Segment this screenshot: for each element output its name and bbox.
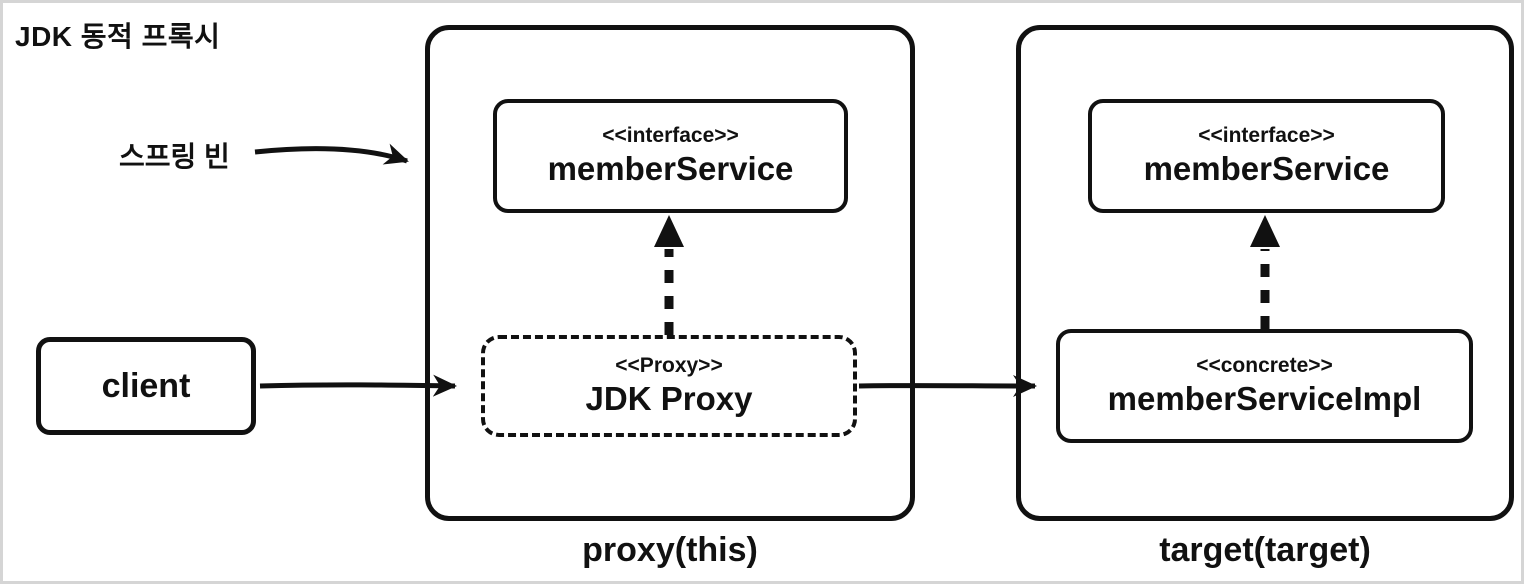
spring-bean-label: 스프링 빈 bbox=[119, 141, 230, 172]
proxy-group-caption: proxy(this) bbox=[582, 531, 758, 569]
client-node-label: client bbox=[101, 366, 191, 405]
target-group-caption: target(target) bbox=[1159, 531, 1371, 569]
target-interface-node: <<interface>> memberService bbox=[1088, 99, 1445, 213]
proxy-interface-node: <<interface>> memberService bbox=[493, 99, 848, 213]
proxy-interface-stereotype: <<interface>> bbox=[602, 124, 739, 148]
spring-bean-arrow bbox=[254, 143, 409, 165]
target-concrete-stereotype: <<concrete>> bbox=[1196, 354, 1333, 378]
jdk-proxy-name: JDK Proxy bbox=[585, 380, 753, 418]
proxy-interface-name: memberService bbox=[547, 150, 794, 188]
jdk-proxy-stereotype: <<Proxy>> bbox=[615, 354, 723, 378]
target-concrete-name: memberServiceImpl bbox=[1107, 380, 1422, 418]
proxy-group-container bbox=[425, 25, 915, 521]
target-interface-name: memberService bbox=[1143, 150, 1390, 188]
client-node: client bbox=[36, 337, 256, 435]
target-group-container bbox=[1016, 25, 1514, 521]
jdk-proxy-node: <<Proxy>> JDK Proxy bbox=[481, 335, 857, 437]
diagram-title: JDK 동적 프록시 bbox=[15, 21, 221, 52]
target-interface-stereotype: <<interface>> bbox=[1198, 124, 1335, 148]
target-concrete-node: <<concrete>> memberServiceImpl bbox=[1056, 329, 1473, 443]
